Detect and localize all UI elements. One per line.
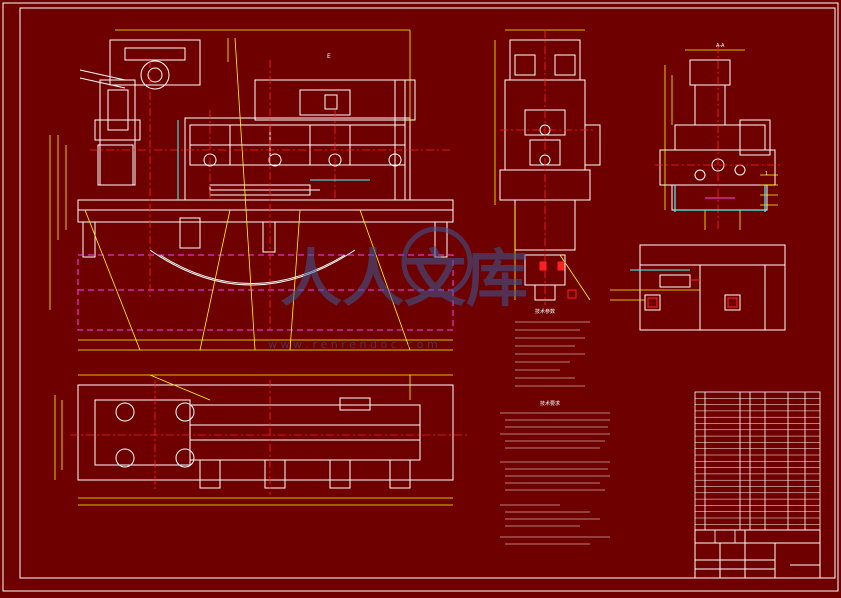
detail-yellow xyxy=(610,289,700,301)
plan-centerlines xyxy=(70,380,470,495)
section-tag: A-A xyxy=(716,43,725,49)
tech-req-block: 技术要求 xyxy=(500,400,610,545)
detail-view xyxy=(639,244,786,331)
watermark-ring xyxy=(401,226,473,298)
front-cyan-marks xyxy=(177,120,370,200)
tech-req-title: 技术要求 xyxy=(540,400,560,407)
watermark-mark: 人人文库 xyxy=(280,242,528,315)
section-dimensions xyxy=(664,49,778,230)
side-centerlines xyxy=(500,30,595,305)
front-centerlines xyxy=(90,60,450,330)
section-a-a xyxy=(659,59,776,211)
plan-view xyxy=(77,384,454,489)
front-elevation xyxy=(77,39,454,286)
plan-dimensions xyxy=(54,374,453,506)
side-red-details xyxy=(539,261,577,299)
title-block xyxy=(694,529,821,579)
watermark: 人人文库 w w w . r e n r e n d o c . c o m xyxy=(268,226,528,351)
section-centerlines xyxy=(655,45,780,232)
section-cyan xyxy=(674,185,766,212)
title-block-left xyxy=(694,529,736,544)
watermark-url: w w w . r e n r e n d o c . c o m xyxy=(268,338,438,351)
bom-rows xyxy=(695,398,820,525)
detail-red xyxy=(647,279,738,308)
top-dim-label: E xyxy=(327,53,331,60)
inner-border xyxy=(19,7,836,579)
front-dimensions xyxy=(49,29,453,351)
tech-params-block: 技术参数 xyxy=(515,308,590,387)
side-tag-label: 1 xyxy=(765,171,768,177)
bill-of-materials xyxy=(694,391,821,531)
tech-params-title: 技术参数 xyxy=(535,308,555,315)
